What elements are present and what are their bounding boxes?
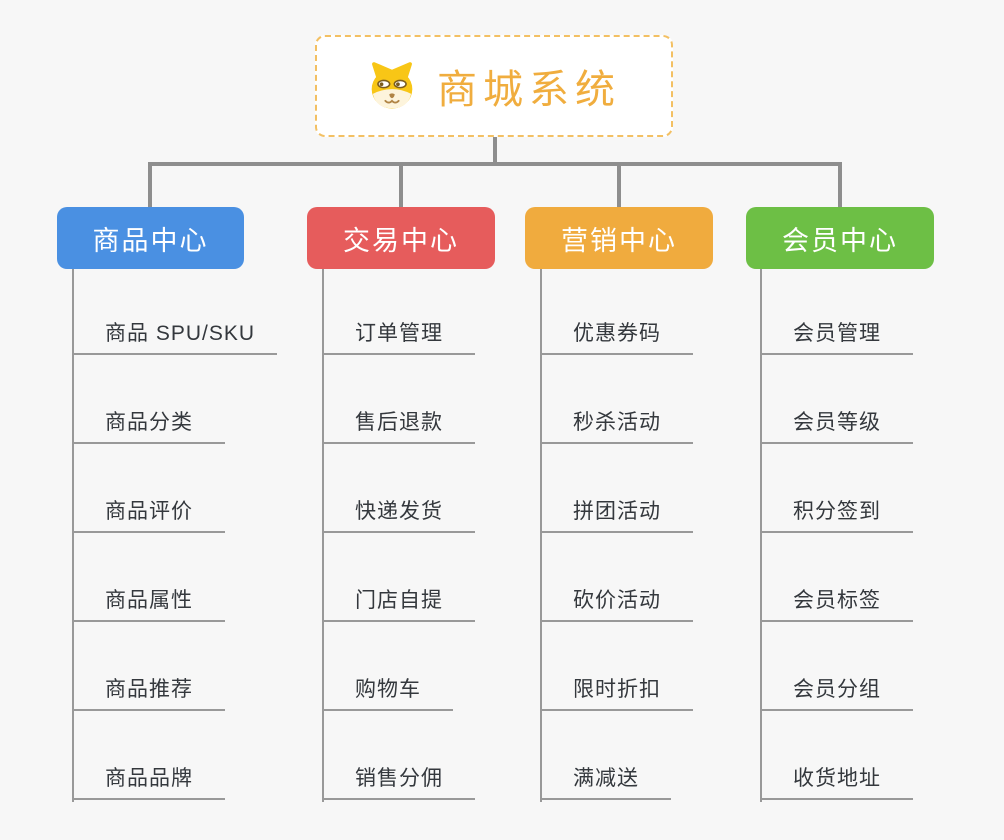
branch-trunk-1: [72, 269, 74, 802]
root-node[interactable]: 商城系统: [315, 35, 673, 137]
leaf-node[interactable]: 商品 SPU/SKU: [72, 313, 277, 355]
leaf-node[interactable]: 售后退款: [322, 402, 475, 444]
leaf-node[interactable]: 拼团活动: [540, 491, 693, 533]
root-title: 商城系统: [437, 68, 621, 112]
leaf-node[interactable]: 会员管理: [760, 313, 913, 355]
connector-horizontal: [148, 162, 842, 166]
leaf-node[interactable]: 砍价活动: [540, 580, 693, 622]
leaf-node[interactable]: 满减送: [540, 758, 671, 800]
leaf-node[interactable]: 会员等级: [760, 402, 913, 444]
leaf-node[interactable]: 会员标签: [760, 580, 913, 622]
leaf-node[interactable]: 秒杀活动: [540, 402, 693, 444]
leaf-node[interactable]: 商品分类: [72, 402, 225, 444]
leaf-node[interactable]: 快递发货: [322, 491, 475, 533]
branch-header-trade-center[interactable]: 交易中心: [307, 207, 495, 269]
leaf-node[interactable]: 销售分佣: [322, 758, 475, 800]
leaf-node[interactable]: 限时折扣: [540, 669, 693, 711]
connector-drop-2: [399, 162, 403, 208]
dog-face-icon: [367, 61, 417, 111]
leaf-node[interactable]: 收货地址: [760, 758, 913, 800]
branch-trunk-2: [322, 269, 324, 802]
branch-header-member-center[interactable]: 会员中心: [746, 207, 934, 269]
leaf-node[interactable]: 商品属性: [72, 580, 225, 622]
leaf-node[interactable]: 优惠券码: [540, 313, 693, 355]
leaf-node[interactable]: 积分签到: [760, 491, 913, 533]
leaf-node[interactable]: 门店自提: [322, 580, 475, 622]
leaf-node[interactable]: 订单管理: [322, 313, 475, 355]
leaf-node[interactable]: 商品评价: [72, 491, 225, 533]
leaf-node[interactable]: 商品品牌: [72, 758, 225, 800]
branch-trunk-3: [540, 269, 542, 802]
connector-drop-1: [148, 162, 152, 208]
branch-header-marketing-center[interactable]: 营销中心: [525, 207, 713, 269]
leaf-node[interactable]: 会员分组: [760, 669, 913, 711]
connector-root-stub: [493, 137, 497, 166]
connector-drop-4: [838, 162, 842, 208]
branch-header-product-center[interactable]: 商品中心: [57, 207, 244, 269]
branch-trunk-4: [760, 269, 762, 802]
leaf-node[interactable]: 商品推荐: [72, 669, 225, 711]
leaf-node[interactable]: 购物车: [322, 669, 453, 711]
connector-drop-3: [617, 162, 621, 208]
